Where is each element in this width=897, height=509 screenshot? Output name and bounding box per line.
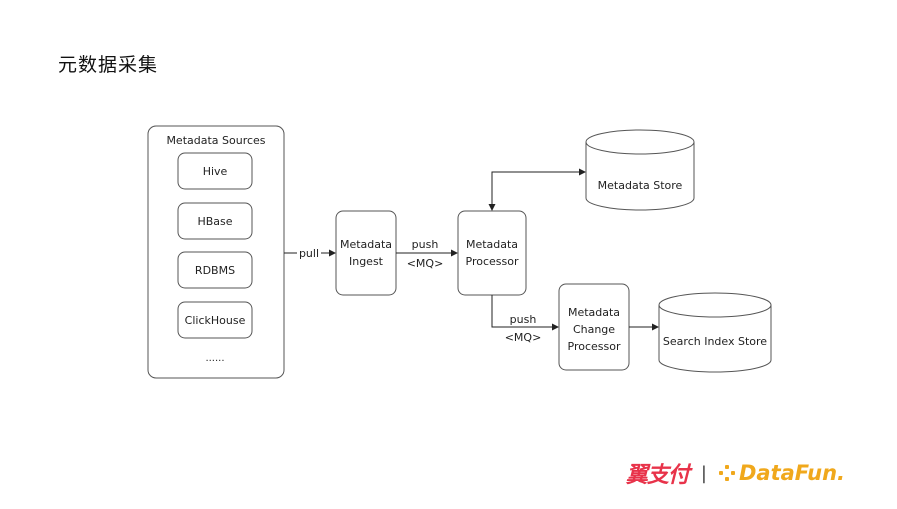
change-processor-label-line1: Metadata [568,306,620,319]
node-metadata-processor: Metadata Processor [457,210,527,296]
datafun-logo: DataFun. [718,461,845,485]
source-rdbms: RDBMS [177,251,253,289]
source-hbase: HBase [177,202,253,240]
edge-change-to-search [629,323,659,331]
edge-push2-label: push [510,313,537,326]
search-index-store-label: Search Index Store [663,335,767,348]
source-clickhouse: ClickHouse [177,301,253,339]
change-processor-label-line2: Change [573,323,615,336]
datafun-logo-text: DataFun. [738,461,845,485]
edge-pull: pull [284,246,336,260]
footer-logos: 翼支付 | DataFun. [626,457,845,489]
metadata-sources-group: Metadata Sources Hive HBase RDBMS ClickH… [147,125,285,379]
processor-label-line1: Metadata [466,238,518,251]
source-hive: Hive [177,152,253,190]
metadata-store-label: Metadata Store [598,179,683,192]
source-hbase-label: HBase [197,215,232,228]
processor-label-line2: Processor [466,255,519,268]
node-metadata-ingest: Metadata Ingest [335,210,397,296]
change-processor-label-line3: Processor [568,340,621,353]
edge-push-mq-1: push <MQ> [396,238,458,270]
ingest-label-line1: Metadata [340,238,392,251]
edge-push1-mq-label: <MQ> [407,257,444,270]
node-search-index-store: Search Index Store [658,292,772,373]
edge-push1-label: push [412,238,439,251]
source-hive-label: Hive [203,165,228,178]
edge-push2-mq-label: <MQ> [505,331,542,344]
logo-separator: | [700,462,707,484]
bestpay-logo: 翼支付 [625,463,690,488]
node-metadata-store: Metadata Store [585,129,695,211]
edge-pull-label: pull [299,247,319,260]
edge-push-mq-2: push <MQ> [491,295,559,344]
page-title: 元数据采集 [58,54,159,76]
sources-more-ellipsis: ...... [205,353,224,364]
node-metadata-change-processor: Metadata Change Processor [558,283,630,371]
ingest-label-line2: Ingest [349,255,384,268]
sources-group-title: Metadata Sources [166,134,265,147]
source-rdbms-label: RDBMS [195,264,235,277]
edge-processor-store [488,168,586,211]
datafun-dots-icon [718,465,735,481]
source-clickhouse-label: ClickHouse [185,314,246,327]
